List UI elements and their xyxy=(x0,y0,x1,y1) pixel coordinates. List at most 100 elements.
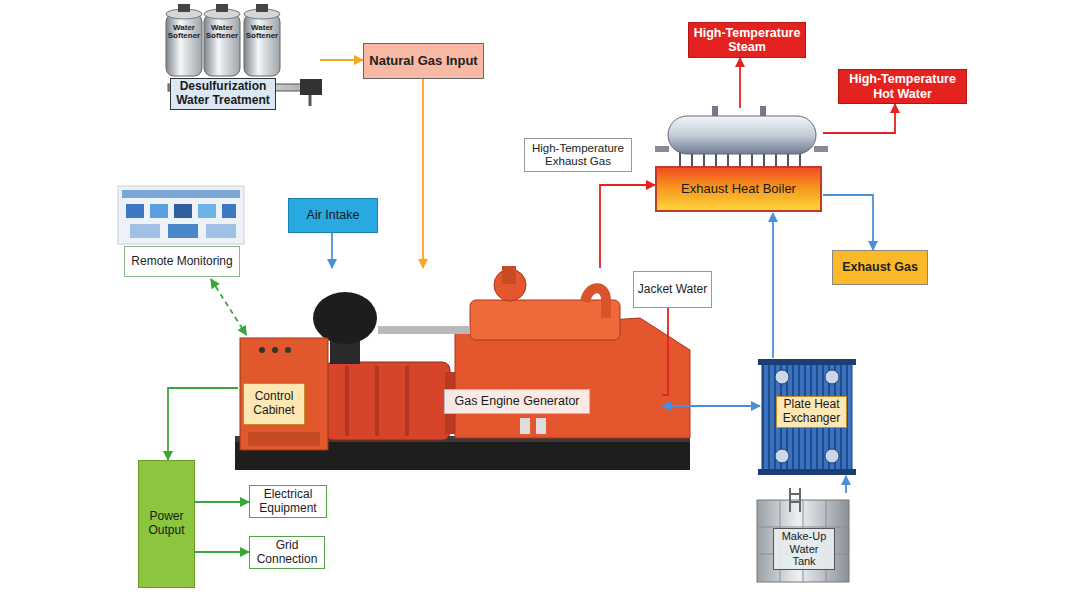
softener-leg xyxy=(309,95,312,106)
node-label: Electrical Equipment xyxy=(253,488,323,516)
phe-port xyxy=(775,449,789,463)
label-box: Exhaust Gas xyxy=(832,250,928,285)
phe-port xyxy=(825,370,839,384)
generator-body xyxy=(325,362,450,440)
tank-seams xyxy=(757,500,849,582)
equipment-label: Water Softener xyxy=(166,24,202,41)
turbo-inlet xyxy=(502,266,516,284)
boiler-unit: Exhaust Heat Boiler xyxy=(655,108,823,213)
label-box: Electrical Equipment xyxy=(249,485,327,518)
engine-generator-set xyxy=(235,266,690,470)
screen-icon xyxy=(126,204,144,218)
cabinet-knob xyxy=(285,347,291,353)
flow-arrow xyxy=(600,185,655,268)
exchanger-unit: Plate Heat Exchanger xyxy=(760,358,856,476)
phe-port xyxy=(775,370,789,384)
node-label: Natural Gas Input xyxy=(369,54,477,69)
callout-box: Jacket Water xyxy=(633,271,712,308)
node-label: Exhaust Gas xyxy=(842,260,918,274)
input-box: Air Intake xyxy=(288,198,378,233)
node-label: Exhaust Heat Boiler xyxy=(681,182,796,197)
consumer-box: Electrical Equipment xyxy=(249,485,327,518)
exhaust-pipe xyxy=(585,288,606,318)
drum-flange xyxy=(814,146,828,152)
screen-icon xyxy=(150,204,168,218)
label-box: Control Cabinet xyxy=(243,383,305,425)
drum-nozzle xyxy=(712,106,718,116)
monitoring-screen xyxy=(118,186,244,244)
softener-tank xyxy=(244,14,280,76)
label-box: Air Intake xyxy=(288,198,378,233)
label-box: Power Output xyxy=(138,460,195,588)
label-box: Natural Gas Input xyxy=(363,43,484,79)
flow-arrow xyxy=(739,58,741,108)
label-box: High-Temperature Exhaust Gas xyxy=(524,138,632,172)
flow-arrow xyxy=(772,213,774,358)
cabinet-knob xyxy=(272,347,278,353)
node-label: Desulfurization Water Treatment xyxy=(174,80,272,108)
flow-arrow xyxy=(422,79,424,268)
screen-icon xyxy=(168,224,198,238)
callout-box: High-Temperature Exhaust Gas xyxy=(524,138,632,172)
plate-pack xyxy=(762,362,852,472)
label-box: Remote Monitoring xyxy=(124,246,240,277)
screen-icon xyxy=(198,204,216,218)
drum-nozzle xyxy=(760,106,766,116)
control-cabinet-body xyxy=(240,338,328,450)
flow-arrow xyxy=(195,551,249,553)
flow-arrow xyxy=(320,59,363,61)
cabinet-housing xyxy=(240,338,328,450)
input-box: Natural Gas Input xyxy=(363,43,484,79)
screen-icon xyxy=(222,204,236,218)
engine-unit: Gas Engine Generator xyxy=(320,268,662,452)
phe-bar xyxy=(758,469,856,475)
drum-shell xyxy=(668,116,816,154)
screen-icon xyxy=(174,204,192,218)
flow-arrow xyxy=(845,476,847,493)
output-box: High-Temperature Steam xyxy=(688,22,806,58)
softener-cap xyxy=(178,4,190,12)
node-label: Jacket Water xyxy=(638,283,708,297)
label-box: Make-Up Water Tank xyxy=(773,528,835,570)
cabinet-unit: Control Cabinet xyxy=(238,335,332,457)
engine-filter xyxy=(520,418,530,434)
flow-arrow xyxy=(211,279,246,335)
equipment-label: Water Softener xyxy=(244,24,280,41)
node-label: High-Temperature Steam xyxy=(692,26,802,55)
softener-cap xyxy=(216,4,228,12)
tank-shell xyxy=(757,500,849,582)
node-label: High-Temperature Hot Water xyxy=(842,72,963,101)
softener-cap xyxy=(256,4,268,12)
flow-arrow xyxy=(662,308,668,395)
water-tank-body xyxy=(757,488,849,582)
generator-rib xyxy=(345,366,349,436)
blower-motor xyxy=(313,292,377,344)
plate-heat-exchanger-body xyxy=(758,359,856,475)
label-box: Plate Heat Exchanger xyxy=(776,396,847,428)
label-box: High-Temperature Steam xyxy=(688,22,806,58)
screen-icon xyxy=(206,224,236,238)
node-label: Plate Heat Exchanger xyxy=(780,398,843,426)
flow-arrow xyxy=(662,405,760,407)
monitoring-unit: Remote Monitoring xyxy=(115,183,246,279)
cylinder-head xyxy=(470,300,620,340)
label-box: Exhaust Heat Boiler xyxy=(655,166,822,212)
phe-port xyxy=(825,449,839,463)
screen-icon xyxy=(130,224,160,238)
consumer-box: Grid Connection xyxy=(249,536,325,569)
cabinet-knob xyxy=(259,347,265,353)
label-box: Gas Engine Generator xyxy=(444,389,590,414)
node-label: Air Intake xyxy=(307,208,360,222)
label-box: Desulfurization Water Treatment xyxy=(170,78,276,110)
intake-pipe xyxy=(378,326,470,334)
node-label: Make-Up Water Tank xyxy=(777,530,831,568)
label-box: Jacket Water xyxy=(633,271,712,308)
node-label: Power Output xyxy=(142,510,191,538)
equipment-label: Water Softener xyxy=(204,24,240,41)
node-label: Remote Monitoring xyxy=(131,255,232,269)
generator-rib xyxy=(375,366,379,436)
softener-tank xyxy=(166,14,202,76)
generator-rib xyxy=(405,366,409,436)
flow-arrow xyxy=(331,233,333,268)
